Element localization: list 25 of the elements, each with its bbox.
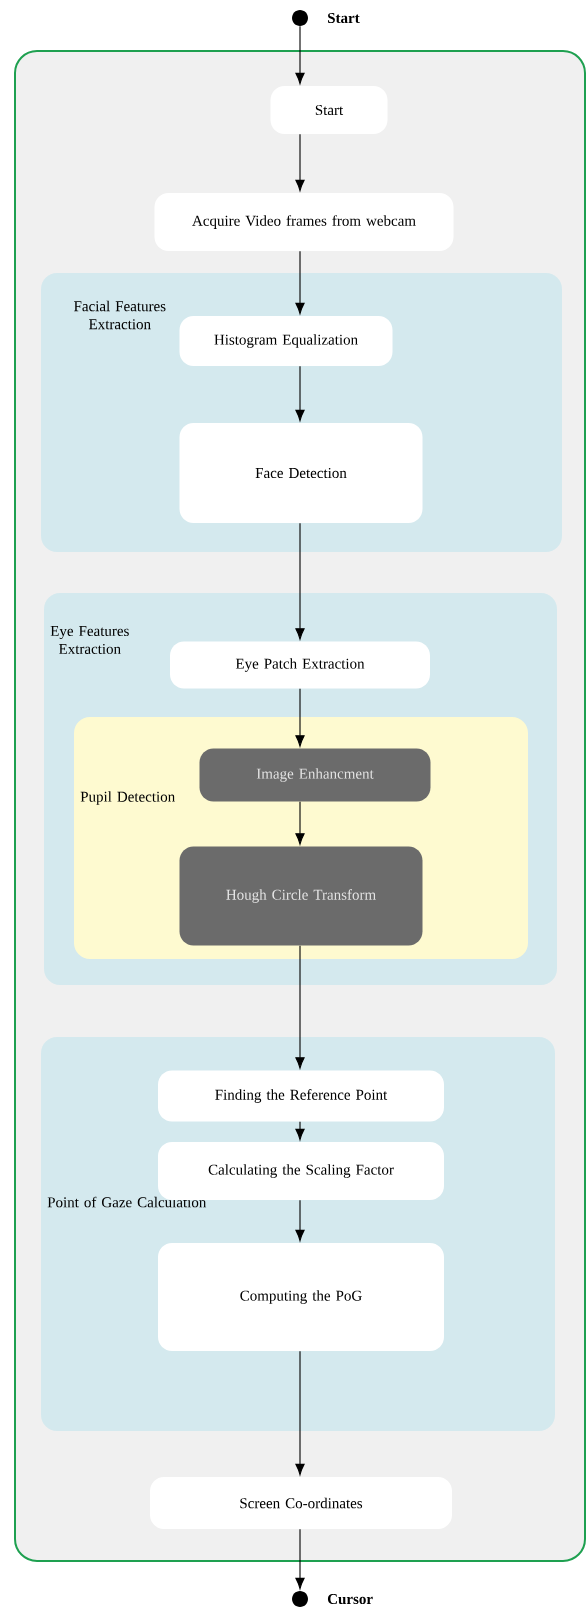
arrow: [295, 522, 305, 640]
process-box: Finding the Reference Point: [158, 1070, 444, 1122]
process-box: Start: [270, 86, 388, 134]
process-box: Hough Circle Transform: [179, 846, 423, 946]
arrow: [295, 25, 305, 85]
arrow: [295, 1528, 305, 1590]
arrow: [295, 688, 305, 747]
process-box: Calculating the Scaling Factor: [158, 1142, 444, 1200]
terminal-label: Start: [328, 12, 360, 24]
arrow: [295, 1350, 305, 1476]
terminal-label: Cursor: [327, 1593, 373, 1605]
process-box: Face Detection: [179, 423, 423, 523]
process-box: Screen Co-ordinates: [150, 1477, 452, 1529]
arrow: [295, 250, 305, 315]
arrow: [295, 945, 305, 1069]
arrow: [295, 365, 305, 422]
arrow: [295, 133, 305, 192]
arrow: [295, 1199, 305, 1242]
process-box: Histogram Equalization: [179, 316, 393, 366]
process-box: Computing the PoG: [158, 1243, 444, 1351]
process-box: Acquire Video frames from webcam: [154, 193, 454, 251]
arrow: [295, 801, 305, 845]
process-box: Image Enhancment: [199, 748, 431, 802]
process-box: Eye Patch Extraction: [170, 641, 430, 689]
arrow: [295, 1121, 305, 1141]
